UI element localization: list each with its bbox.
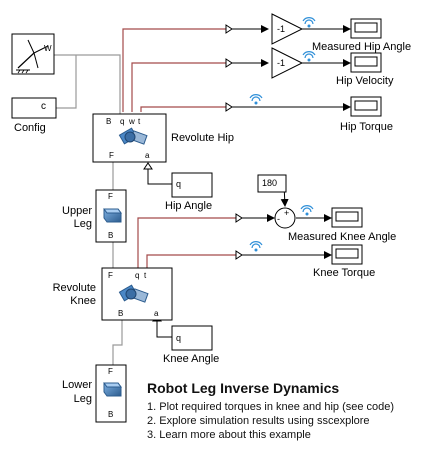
sig-hip-angle-input[interactable]: [147, 169, 172, 185]
lower-leg-label-2: Leg: [73, 393, 92, 405]
scope-hip-velocity-label: Hip Velocity: [336, 75, 394, 87]
conn-config-world[interactable]: [56, 55, 77, 109]
lower-leg-port-f: F: [108, 367, 113, 376]
sum-block[interactable]: [274, 207, 296, 229]
upper-leg-block[interactable]: [95, 189, 127, 243]
note-plot-torques[interactable]: 1. Plot required torques in knee and hip…: [147, 401, 395, 413]
signal-connections: [122, 28, 236, 268]
lower-leg-block[interactable]: [95, 364, 127, 423]
gain-block-velocity[interactable]: [271, 47, 304, 79]
gain-velocity-value: -1: [277, 58, 286, 68]
knee-port-t: t: [144, 271, 147, 280]
signal-logging-icon: [249, 241, 263, 252]
sig-hip-q[interactable]: [122, 28, 226, 112]
port-triangle-t-hip: [225, 102, 233, 112]
conn-world-hip[interactable]: [54, 54, 121, 114]
knee-port-follower: F: [108, 271, 113, 280]
port-triangle-hip-angle: [143, 162, 153, 170]
hip-angle-value: q: [176, 179, 182, 189]
sum-sign-plus: +: [284, 208, 290, 218]
sig-knee-t[interactable]: [146, 254, 236, 268]
knee-angle-block[interactable]: [171, 325, 213, 351]
signal-logging-icon: [302, 17, 316, 28]
scope-hip-angle[interactable]: [350, 18, 382, 39]
gain-block-angle[interactable]: [271, 13, 304, 45]
scope-knee-angle-label: Measured Knee Angle: [288, 231, 397, 243]
knee-angle-label: Knee Angle: [163, 353, 220, 365]
scope-knee-angle[interactable]: [331, 207, 363, 228]
scope-knee-torque[interactable]: [331, 244, 363, 265]
hip-port-t: t: [138, 117, 141, 126]
model-title: Robot Leg Inverse Dynamics: [147, 380, 340, 396]
gain-angle-value: -1: [277, 24, 286, 34]
revolute-knee-block[interactable]: [101, 267, 173, 321]
conn-knee-lowerleg[interactable]: [112, 320, 123, 365]
scope-hip-velocity[interactable]: [350, 52, 382, 73]
port-triangle-q-hip: [225, 24, 233, 34]
constant-180-block[interactable]: [257, 174, 287, 193]
sig-knee-q[interactable]: [137, 217, 236, 268]
upper-leg-port-b: B: [108, 231, 114, 240]
port-triangle-q-knee: [235, 213, 243, 223]
scope-knee-torque-label: Knee Torque: [313, 267, 376, 279]
knee-port-a: a: [154, 309, 159, 318]
config-label: Config: [14, 122, 46, 134]
knee-port-q: q: [135, 271, 140, 280]
note-learn-more[interactable]: 3. Learn more about this example: [147, 429, 311, 441]
signal-logging-icon: [249, 94, 263, 105]
world-frame-block[interactable]: [11, 33, 55, 75]
lower-leg-port-b: B: [108, 410, 114, 419]
revolute-knee-label-1: Revolute: [52, 282, 96, 294]
signal-logging-icon: [300, 205, 314, 216]
scope-hip-torque-label: Hip Torque: [340, 121, 393, 133]
scope-hip-angle-label: Measured Hip Angle: [312, 41, 412, 53]
upper-leg-label-2: Leg: [73, 218, 92, 230]
scope-hip-torque[interactable]: [350, 96, 382, 117]
hip-port-base: B: [106, 117, 112, 126]
upper-leg-port-f: F: [108, 192, 113, 201]
port-triangle-t-knee: [235, 250, 243, 260]
constant-value: 180: [262, 178, 278, 188]
physical-connections: [54, 54, 123, 365]
port-triangle-w-hip: [225, 58, 233, 68]
signal-logging-icon: [302, 51, 316, 62]
config-block[interactable]: [11, 97, 57, 119]
solid-body-icon: [103, 382, 122, 397]
revolute-hip-label: Revolute Hip: [171, 132, 234, 144]
solid-body-icon: [103, 208, 122, 223]
config-value: c: [41, 101, 46, 112]
sig-hip-t[interactable]: [140, 106, 226, 112]
hip-port-w: w: [129, 117, 135, 126]
signal-connections-out: [147, 25, 351, 338]
hip-port-follower: F: [109, 151, 114, 160]
revolute-knee-label-2: Knee: [70, 295, 96, 307]
revolute-hip-block[interactable]: [92, 113, 167, 163]
hip-angle-block[interactable]: [171, 172, 213, 198]
sum-sign-minus: -: [277, 214, 280, 224]
sig-hip-w[interactable]: [131, 62, 226, 112]
hip-port-a: a: [145, 151, 150, 160]
note-explore-results[interactable]: 2. Explore simulation results using ssce…: [147, 415, 370, 427]
lower-leg-label-1: Lower: [62, 379, 92, 391]
revolute-joint-icon: [118, 284, 149, 303]
signal-logging-icons: [249, 17, 316, 252]
knee-port-base: B: [118, 309, 124, 318]
knee-angle-value: q: [176, 333, 182, 343]
hip-angle-label: Hip Angle: [165, 200, 213, 212]
hip-port-q: q: [120, 117, 125, 126]
revolute-joint-icon: [118, 127, 148, 145]
sig-knee-angle-input[interactable]: [156, 321, 172, 338]
upper-leg-label-1: Upper: [62, 205, 92, 217]
world-port-label: W: [44, 44, 52, 53]
